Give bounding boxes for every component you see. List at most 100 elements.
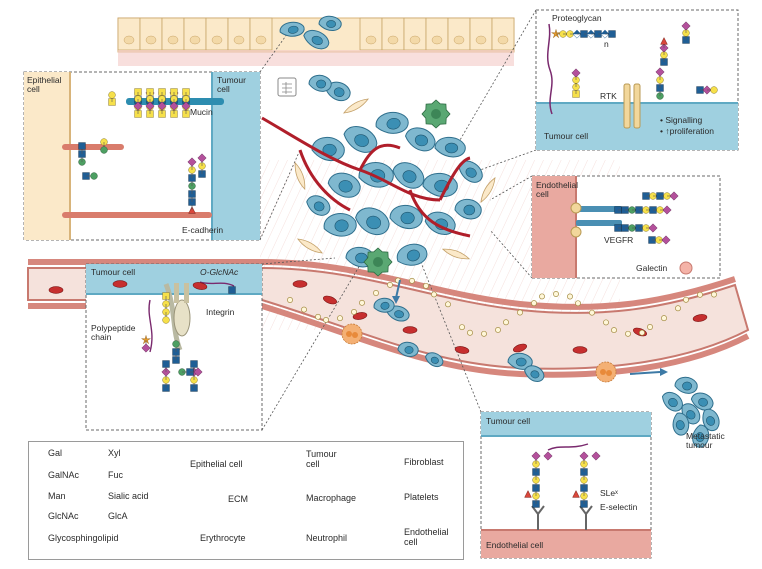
tumour-cell bbox=[524, 365, 545, 382]
erythrocyte bbox=[513, 343, 527, 353]
legend-erythrocyte: Erythrocyte bbox=[200, 533, 246, 543]
platelet bbox=[373, 290, 379, 296]
sialic-acid-sugar bbox=[655, 67, 665, 77]
label-endothelial-cell-p5: Endothelial cell bbox=[486, 540, 544, 550]
tumour-cell bbox=[343, 125, 378, 153]
fibroblast bbox=[342, 98, 370, 114]
erythrocyte bbox=[292, 280, 308, 288]
label-mucin: Mucin bbox=[190, 107, 213, 117]
epithelial-cell bbox=[183, 17, 207, 51]
sialic-acid-sugar bbox=[681, 21, 691, 31]
tumour-cell bbox=[454, 198, 482, 220]
platelet bbox=[323, 316, 329, 323]
epithelial-cell bbox=[227, 17, 251, 51]
macrophage bbox=[421, 99, 451, 129]
tumour-cell bbox=[397, 341, 419, 357]
label-integrin: Integrin bbox=[206, 307, 235, 317]
label-polypeptide-chain: Polypeptide chain bbox=[91, 323, 136, 342]
sialic-acid-sugar bbox=[669, 191, 679, 201]
platelet bbox=[351, 309, 357, 315]
tumour-cell bbox=[318, 15, 342, 31]
legend-gsl: Glycosphingolipid bbox=[48, 533, 119, 543]
label-e-selectin: E-selectin bbox=[600, 502, 638, 512]
epithelial-cell bbox=[469, 17, 493, 51]
vessel-contents bbox=[48, 277, 717, 383]
platelet bbox=[567, 293, 573, 300]
label-tumour-cell-p1: Tumour cell bbox=[217, 75, 246, 94]
label-proliferation: • ↑proliferation bbox=[660, 126, 715, 136]
platelet bbox=[683, 296, 689, 303]
platelet bbox=[611, 327, 617, 334]
legend-glcnac: GlcNAc bbox=[48, 511, 79, 521]
label-rtk: RTK bbox=[600, 91, 617, 101]
glcnac-sugar bbox=[228, 286, 236, 294]
panel-epithelial-tumour bbox=[23, 71, 261, 241]
tumour-cell bbox=[389, 204, 423, 229]
platelet bbox=[711, 291, 717, 298]
legend-gal: Gal bbox=[48, 448, 63, 458]
platelet bbox=[387, 281, 393, 288]
erythrocyte bbox=[352, 312, 368, 320]
erythrocyte bbox=[692, 314, 708, 322]
tumour-cell bbox=[690, 392, 714, 411]
fucose-sugar bbox=[524, 490, 532, 498]
sialic-acid-sugar bbox=[197, 153, 207, 163]
erythrocyte bbox=[112, 280, 128, 288]
tumour-cell bbox=[392, 162, 425, 189]
platelet bbox=[639, 329, 645, 336]
epithelial-cell bbox=[139, 17, 163, 51]
epithelial-cell bbox=[359, 17, 383, 51]
fucose-sugar bbox=[660, 37, 668, 45]
sialic-acid-sugar bbox=[579, 451, 589, 461]
tumour-cell bbox=[404, 127, 436, 152]
label-vegfr: VEGFR bbox=[604, 235, 634, 245]
legend-endothelial: Endothelial cell bbox=[404, 527, 449, 547]
glcnac-sugar bbox=[608, 30, 616, 38]
epithelial-cell bbox=[381, 17, 405, 51]
platelet bbox=[423, 282, 429, 289]
man-sugar bbox=[90, 172, 98, 180]
erythrocyte bbox=[323, 295, 337, 305]
tumour-cell bbox=[375, 111, 409, 134]
platelet bbox=[481, 330, 487, 337]
tumour-cell bbox=[355, 207, 390, 235]
platelet bbox=[539, 293, 545, 300]
tumour-vasculature bbox=[261, 116, 471, 238]
label-tumour-cell-p2: Tumour cell bbox=[544, 131, 589, 141]
legend-sialic: Sialic acid bbox=[108, 491, 149, 501]
platelet bbox=[697, 291, 703, 298]
platelet bbox=[467, 329, 473, 336]
fibroblast bbox=[296, 238, 324, 254]
legend-macrophage: Macrophage bbox=[306, 493, 357, 503]
platelet bbox=[359, 299, 365, 306]
label-proteoglycan: Proteoglycan bbox=[552, 13, 602, 23]
erythrocyte bbox=[572, 346, 588, 354]
sialic-acid-sugar bbox=[157, 101, 167, 111]
platelet bbox=[301, 306, 307, 313]
legend-epithelial: Epithelial cell bbox=[190, 459, 243, 469]
legend-galnac: GalNAc bbox=[48, 470, 80, 480]
tumour-cell bbox=[327, 172, 361, 198]
man-sugar bbox=[172, 340, 180, 348]
legend-fibroblast: Fibroblast bbox=[404, 457, 444, 467]
label-e-cadherin: E-cadherin bbox=[182, 225, 224, 235]
xyl-sugar bbox=[550, 28, 562, 39]
tumour-cell bbox=[373, 297, 395, 313]
sialic-acid-sugar bbox=[661, 235, 671, 245]
tumour-cell bbox=[672, 412, 690, 436]
sialic-acid-sugar bbox=[193, 367, 203, 377]
legend-glca: GlcA bbox=[108, 511, 128, 521]
legend-man: Man bbox=[48, 491, 66, 501]
platelet bbox=[661, 315, 667, 322]
platelet bbox=[675, 305, 681, 312]
legend-platelets: Platelets bbox=[404, 492, 439, 502]
platelet bbox=[315, 313, 321, 320]
tumour-cell bbox=[692, 424, 710, 448]
panel-selectin-glycans bbox=[524, 451, 601, 508]
sialic-acid-sugar bbox=[662, 205, 672, 215]
fibroblast bbox=[441, 248, 471, 260]
erythrocyte bbox=[48, 286, 64, 294]
zoom-connectors bbox=[259, 9, 537, 431]
fibroblast bbox=[294, 161, 306, 191]
tumour-cell bbox=[323, 212, 357, 237]
